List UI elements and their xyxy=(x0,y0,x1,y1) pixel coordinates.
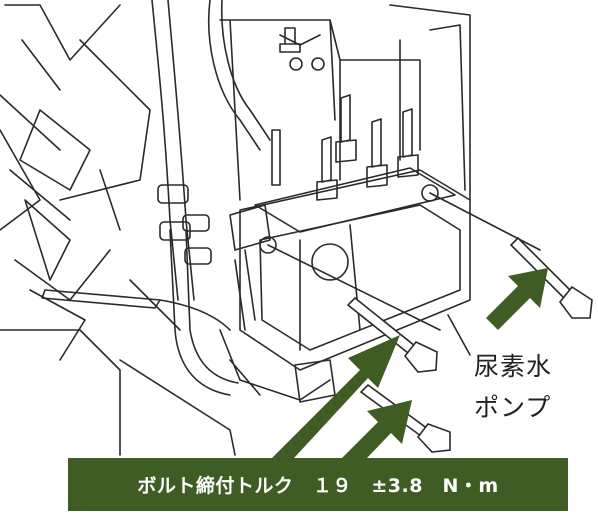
connector-pin-3 xyxy=(397,108,419,178)
hose-curve xyxy=(207,0,271,151)
frame-panel xyxy=(29,39,181,361)
pump-body xyxy=(239,169,471,371)
fitting-3 xyxy=(182,214,210,232)
bottom-frame xyxy=(0,329,236,456)
bolt-middle xyxy=(346,296,438,373)
flange-hole-right xyxy=(421,184,439,202)
arrow-up-right-icon xyxy=(486,268,548,330)
bolt-lower-head xyxy=(416,423,451,453)
connector-pin-2 xyxy=(366,118,388,188)
hose-lower xyxy=(169,229,239,396)
connector-pin-4 xyxy=(316,136,338,201)
pump-flange xyxy=(229,204,271,251)
frame-panel-inner xyxy=(19,109,91,281)
torque-label: ボルト締付トルク １９ ±3.8 N・m xyxy=(68,458,568,511)
pump-cover xyxy=(259,204,461,351)
pump-port xyxy=(311,243,349,281)
pump-top-face xyxy=(254,167,456,233)
bracket-bolt-1 xyxy=(289,57,303,71)
cable-tie xyxy=(41,289,231,331)
connector-pin-1 xyxy=(335,94,357,163)
mount-bracket xyxy=(219,19,421,201)
torque-label-bg xyxy=(68,458,568,511)
bolt-upper-head xyxy=(558,285,593,319)
flange-hole-left xyxy=(259,236,277,254)
fitting-1 xyxy=(157,184,189,204)
lower-bracket xyxy=(219,329,331,401)
top-bolt xyxy=(279,27,301,53)
fitting-4 xyxy=(184,247,212,265)
bracket-bolt-2 xyxy=(311,57,325,71)
callout-line-2: ポンプ xyxy=(474,393,552,422)
bolt-middle-head xyxy=(403,341,438,373)
frame-outline xyxy=(0,4,121,301)
callout-leader xyxy=(447,314,471,356)
rear-panel xyxy=(389,4,471,201)
line-art xyxy=(0,0,541,456)
connector-pin-5 xyxy=(271,129,281,186)
callout-line-1: 尿素水 xyxy=(474,352,553,381)
bolt-axis-line xyxy=(267,192,541,331)
torque-label-text: ボルト締付トルク １９ ±3.8 N・m xyxy=(137,475,499,497)
pump-ribs xyxy=(234,224,361,351)
arrow-up-right-icon xyxy=(258,335,400,484)
